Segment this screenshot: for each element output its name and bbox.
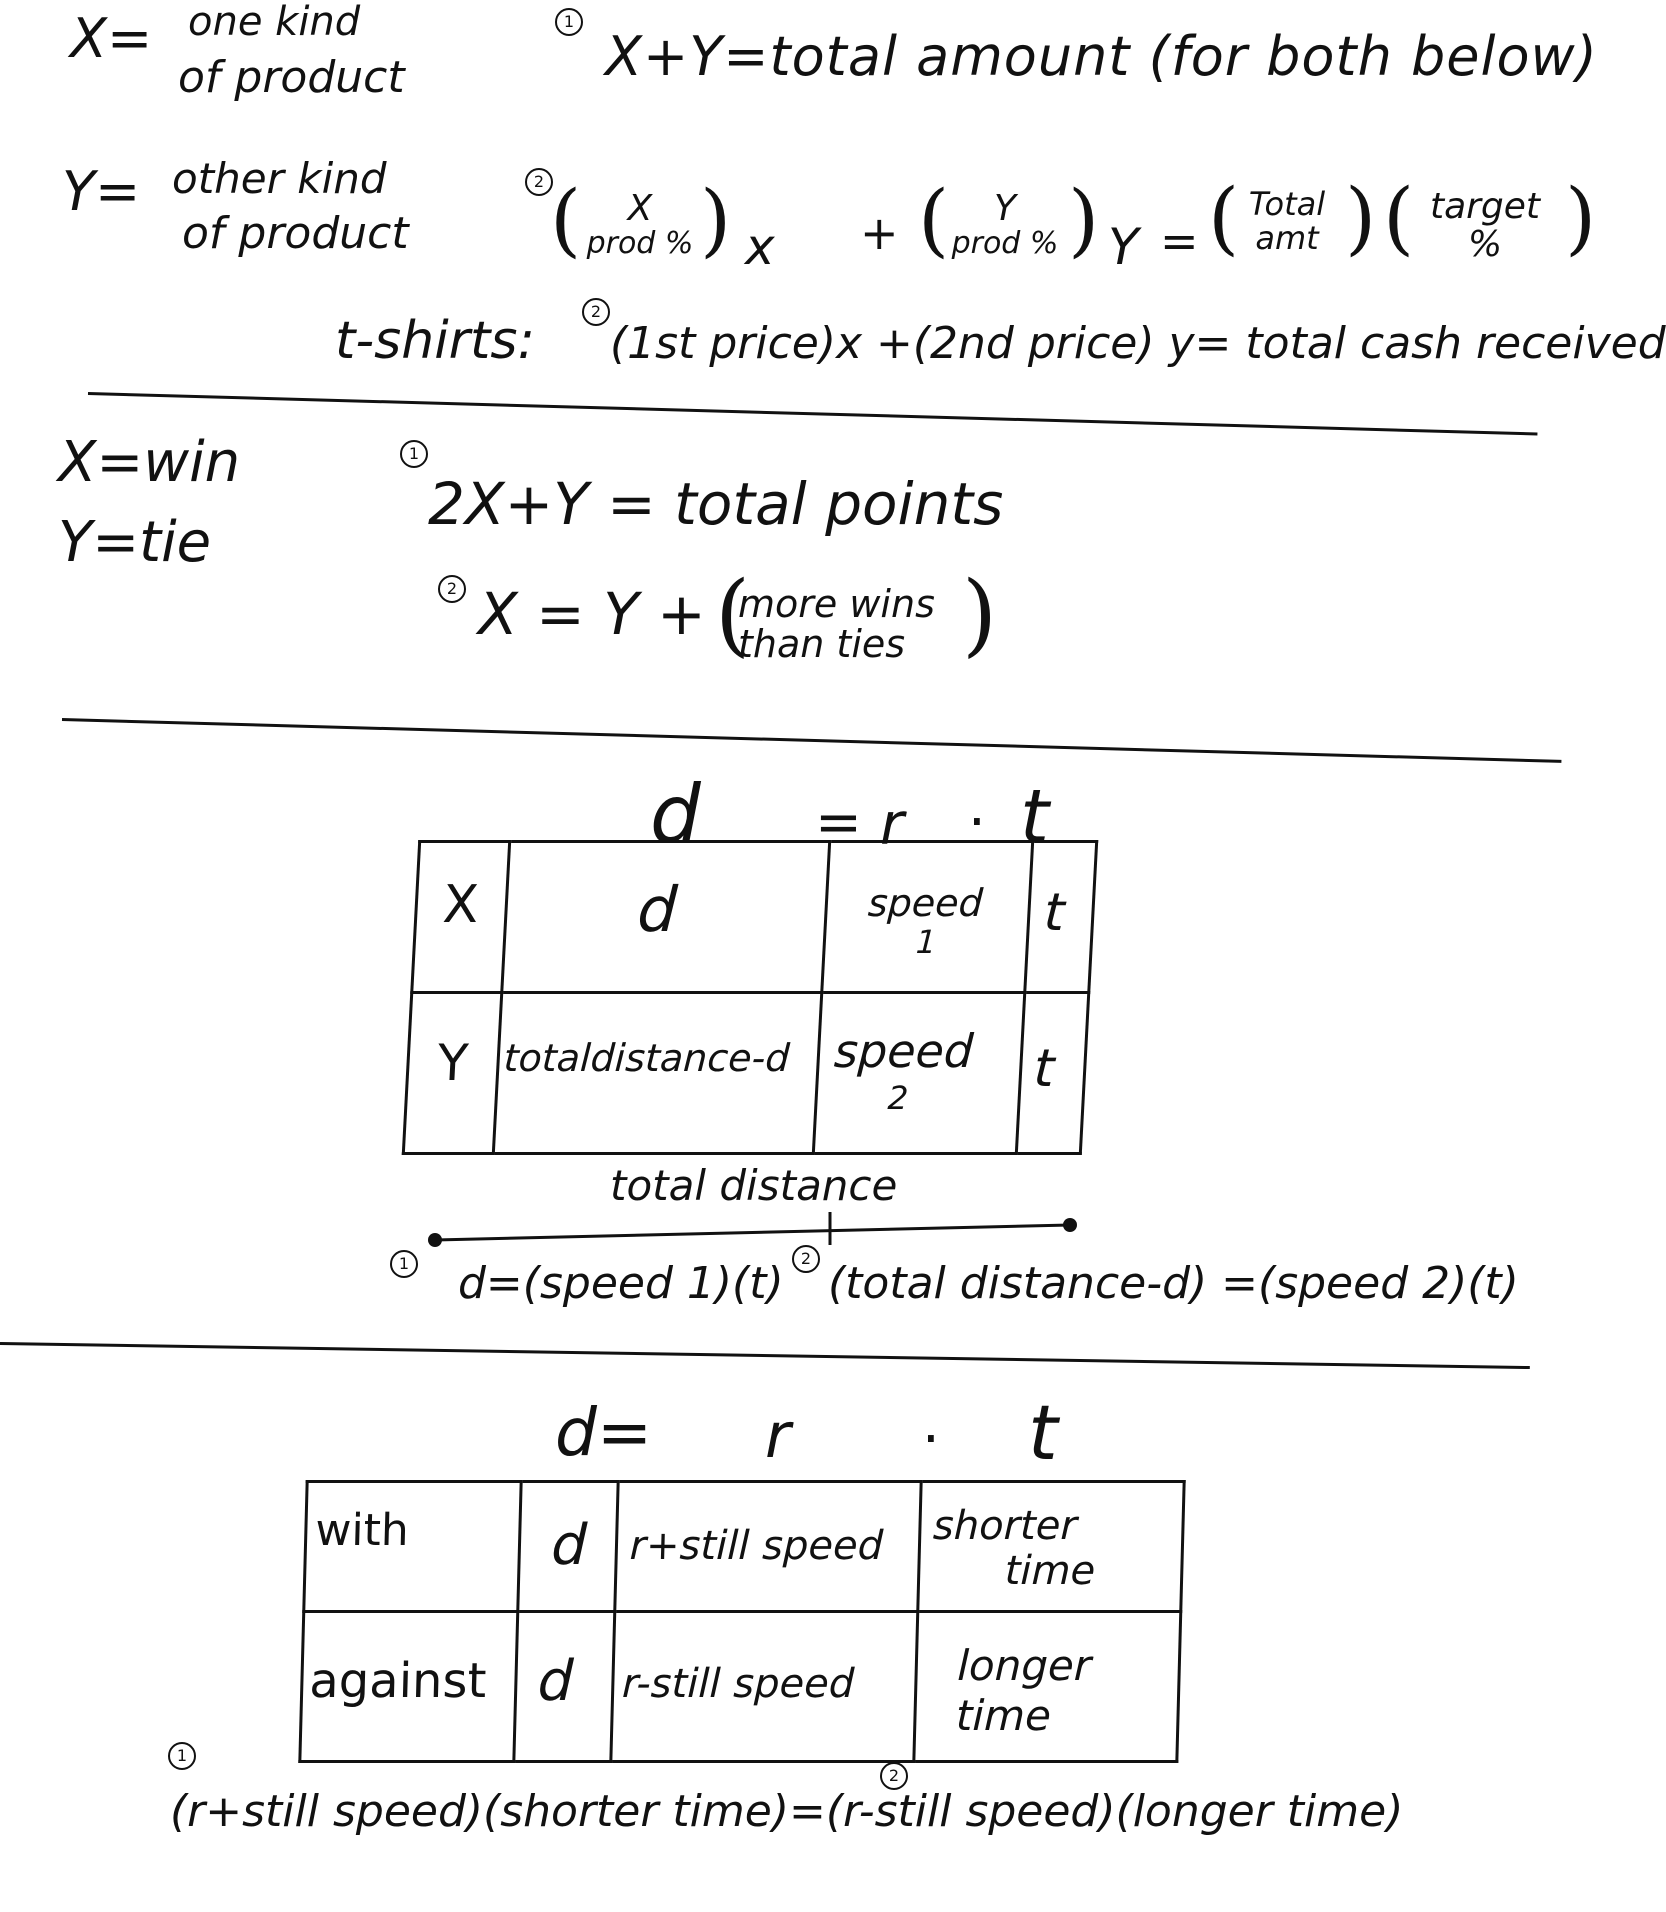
open-paren: (: [1383, 171, 1415, 264]
open-paren: (: [715, 562, 751, 667]
plus-sign: +: [860, 206, 899, 260]
close-paren: ): [962, 562, 998, 667]
table-row: against d r-still speed longer time: [299, 1611, 1181, 1762]
divider-line: [61, 718, 1562, 763]
formula-t: t: [1020, 774, 1050, 860]
target-fraction-top: target: [1429, 186, 1541, 227]
y-variable: Y=: [62, 160, 141, 223]
step-marker-2: 2: [582, 298, 610, 326]
y-fraction-top: Y: [994, 188, 1016, 229]
step-marker-2: 2: [525, 168, 553, 196]
x-fraction: X prod %: [585, 190, 695, 259]
step-marker-2: 2: [438, 575, 466, 603]
close-paren: ): [1345, 171, 1377, 264]
speed-cell: speed: [866, 881, 984, 925]
row-label: X: [441, 875, 481, 935]
tshirts-label: t-shirts:: [335, 311, 536, 371]
y-definition-line2: of product: [182, 208, 409, 259]
distance-cell: d: [635, 873, 679, 946]
distance-cell: d: [536, 1649, 575, 1714]
row-label: against: [308, 1653, 488, 1709]
x-term-variable: x: [745, 218, 775, 276]
formula-r: r: [880, 790, 904, 858]
step-marker-1: 1: [168, 1742, 196, 1770]
speed-number: 2: [886, 1078, 910, 1117]
more-wins-bottom: than ties: [738, 621, 906, 666]
speed-cell: speed: [832, 1023, 975, 1078]
divider-line: [87, 392, 1538, 436]
time-cell: t: [1032, 1038, 1056, 1099]
close-paren: ): [1068, 173, 1100, 266]
divider-line: [0, 1342, 1530, 1370]
equation-speed-2: (total distance-d) =(speed 2)(t): [828, 1258, 1519, 1309]
row-label: with: [314, 1505, 410, 1556]
step-marker-2: 2: [792, 1245, 820, 1273]
win-definition: X=win: [58, 430, 241, 495]
time-cell-line1: shorter: [932, 1503, 1078, 1549]
total-fraction-top: Total: [1248, 185, 1326, 223]
row-label: Y: [436, 1033, 470, 1092]
formula-d: d: [650, 768, 701, 861]
x-fraction-top: X: [627, 188, 653, 229]
time-cell-line2: time: [1004, 1548, 1096, 1594]
time-cell: t: [1042, 883, 1066, 943]
table-row: X d speed 1 t: [411, 841, 1097, 993]
more-wins-fraction: more wins than ties: [738, 582, 968, 666]
total-distance-label: total distance: [610, 1161, 898, 1210]
table-row: with d r+still speed shorter time: [303, 1481, 1185, 1612]
open-paren: (: [918, 173, 950, 266]
step-marker-2: 2: [880, 1762, 908, 1790]
formula-r: r: [765, 1399, 791, 1472]
more-wins-top: more wins: [738, 582, 935, 626]
y-definition-line1: other kind: [172, 154, 387, 203]
equation-equal-distance: (r+still speed)(shorter time)=(r-still s…: [170, 1786, 1404, 1837]
x-definition-line2: of product: [178, 52, 405, 103]
table-row: Y totaldistance-d speed 2 t: [403, 992, 1089, 1154]
speed-number: 1: [914, 923, 938, 961]
equation-total-points: 2X+Y = total points: [428, 470, 1004, 538]
x-definition-line1: one kind: [188, 0, 361, 45]
time-cell-line2: time: [955, 1691, 1052, 1740]
formula-dot: ·: [922, 1407, 940, 1472]
open-paren: (: [1208, 171, 1240, 264]
equation-speed-1: d=(speed 1)(t): [458, 1258, 784, 1309]
distance-cell: totaldistance-d: [502, 1035, 791, 1080]
formula-d: d=: [555, 1394, 653, 1471]
distance-cell: d: [550, 1513, 588, 1578]
target-fraction-bottom: %: [1467, 223, 1503, 265]
x-variable: X=: [70, 7, 153, 70]
rate-cell: r-still speed: [621, 1661, 855, 1707]
y-fraction-bottom: prod %: [951, 225, 1059, 261]
formula-dot: ·: [968, 790, 986, 855]
formula-equals: =: [815, 790, 862, 855]
tie-definition: Y=tie: [58, 510, 212, 575]
rate-cell: r+still speed: [629, 1523, 884, 1569]
x-fraction-bottom: prod %: [586, 225, 694, 261]
equals-sign: =: [1160, 214, 1199, 268]
equation-wins-lhs: X = Y +: [478, 580, 706, 648]
y-fraction: Y prod %: [950, 190, 1060, 259]
tshirts-equation: (1st price)x +(2nd price) y= total cash …: [610, 318, 1666, 369]
total-fraction-bottom: amt: [1255, 218, 1319, 257]
open-paren: (: [550, 173, 582, 266]
step-marker-1: 1: [555, 8, 583, 36]
close-paren: ): [700, 173, 732, 266]
target-percent-fraction: target %: [1410, 188, 1560, 264]
step-marker-1: 1: [390, 1250, 418, 1278]
step-marker-1: 1: [400, 440, 428, 468]
time-cell-line1: longer: [956, 1641, 1092, 1690]
current-table: with d r+still speed shorter time agains…: [298, 1480, 1185, 1763]
close-paren: ): [1565, 171, 1597, 264]
distance-table: X d speed 1 t Y totaldistance-d speed 2 …: [402, 840, 1099, 1155]
equation-total-amount: X+Y=total amount (for both below): [605, 25, 1598, 88]
y-term-variable: Y: [1108, 218, 1139, 276]
formula-t: t: [1028, 1388, 1058, 1477]
total-amount-fraction: Total amt: [1232, 185, 1342, 257]
